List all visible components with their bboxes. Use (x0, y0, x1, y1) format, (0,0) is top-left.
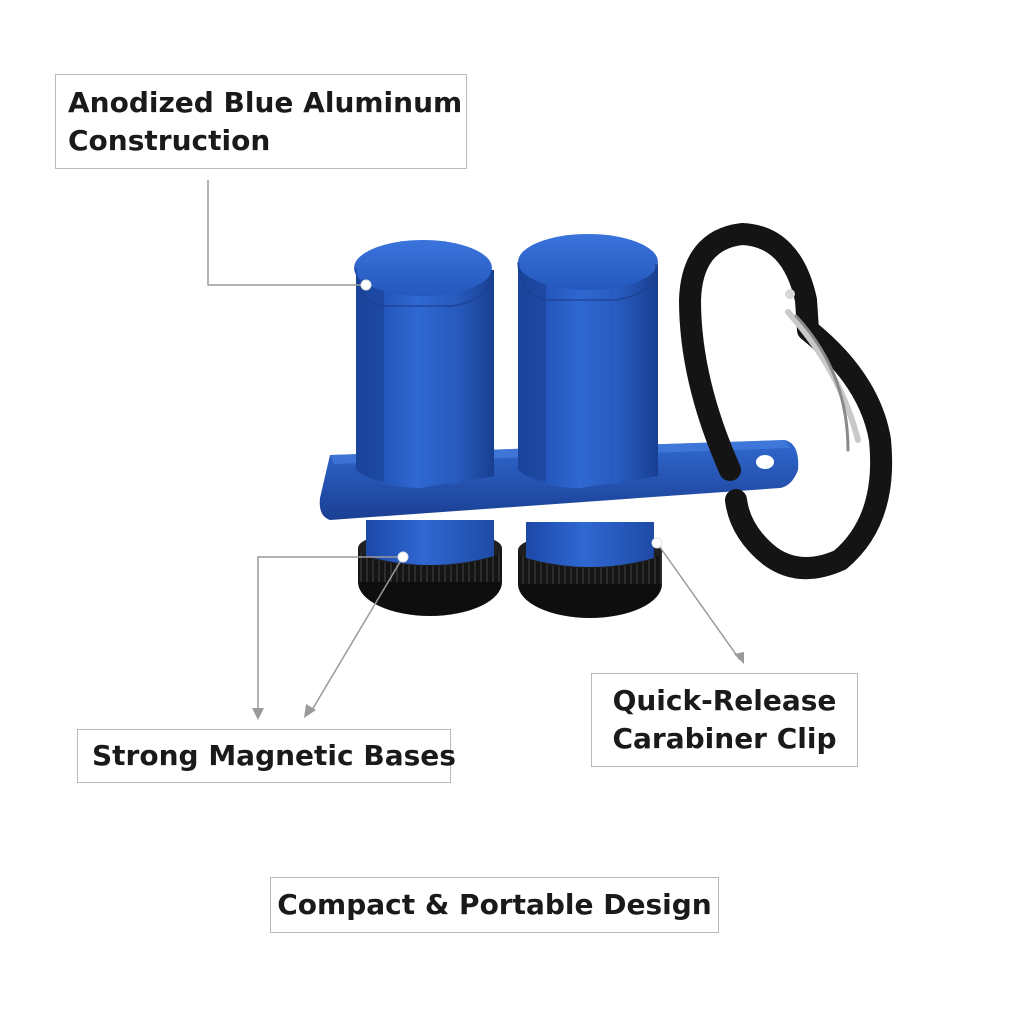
hex-cap-left (354, 240, 494, 488)
callout-compact-design: Compact & Portable Design (270, 877, 719, 933)
leader-lines (207, 180, 741, 712)
carabiner-clip (679, 223, 893, 580)
callout-line: Anodized Blue Aluminum (68, 86, 463, 119)
callout-line: Compact & Portable Design (277, 888, 712, 921)
leader-dots (360, 279, 663, 563)
callout-carabiner-clip: Quick-Release Carabiner Clip (591, 673, 858, 767)
callout-aluminum-construction: Anodized Blue Aluminum Construction (55, 74, 467, 169)
callout-line: Strong Magnetic Bases (92, 739, 456, 772)
callout-line: Quick-Release (612, 684, 837, 717)
magnetic-base-right (518, 522, 662, 618)
callout-line: Carabiner Clip (612, 722, 837, 755)
leader-arrowheads (252, 652, 744, 720)
callout-magnetic-bases: Strong Magnetic Bases (77, 729, 456, 783)
callout-line: Construction (68, 124, 271, 157)
magnetic-base-left (358, 520, 502, 616)
hex-cap-right (517, 234, 658, 488)
